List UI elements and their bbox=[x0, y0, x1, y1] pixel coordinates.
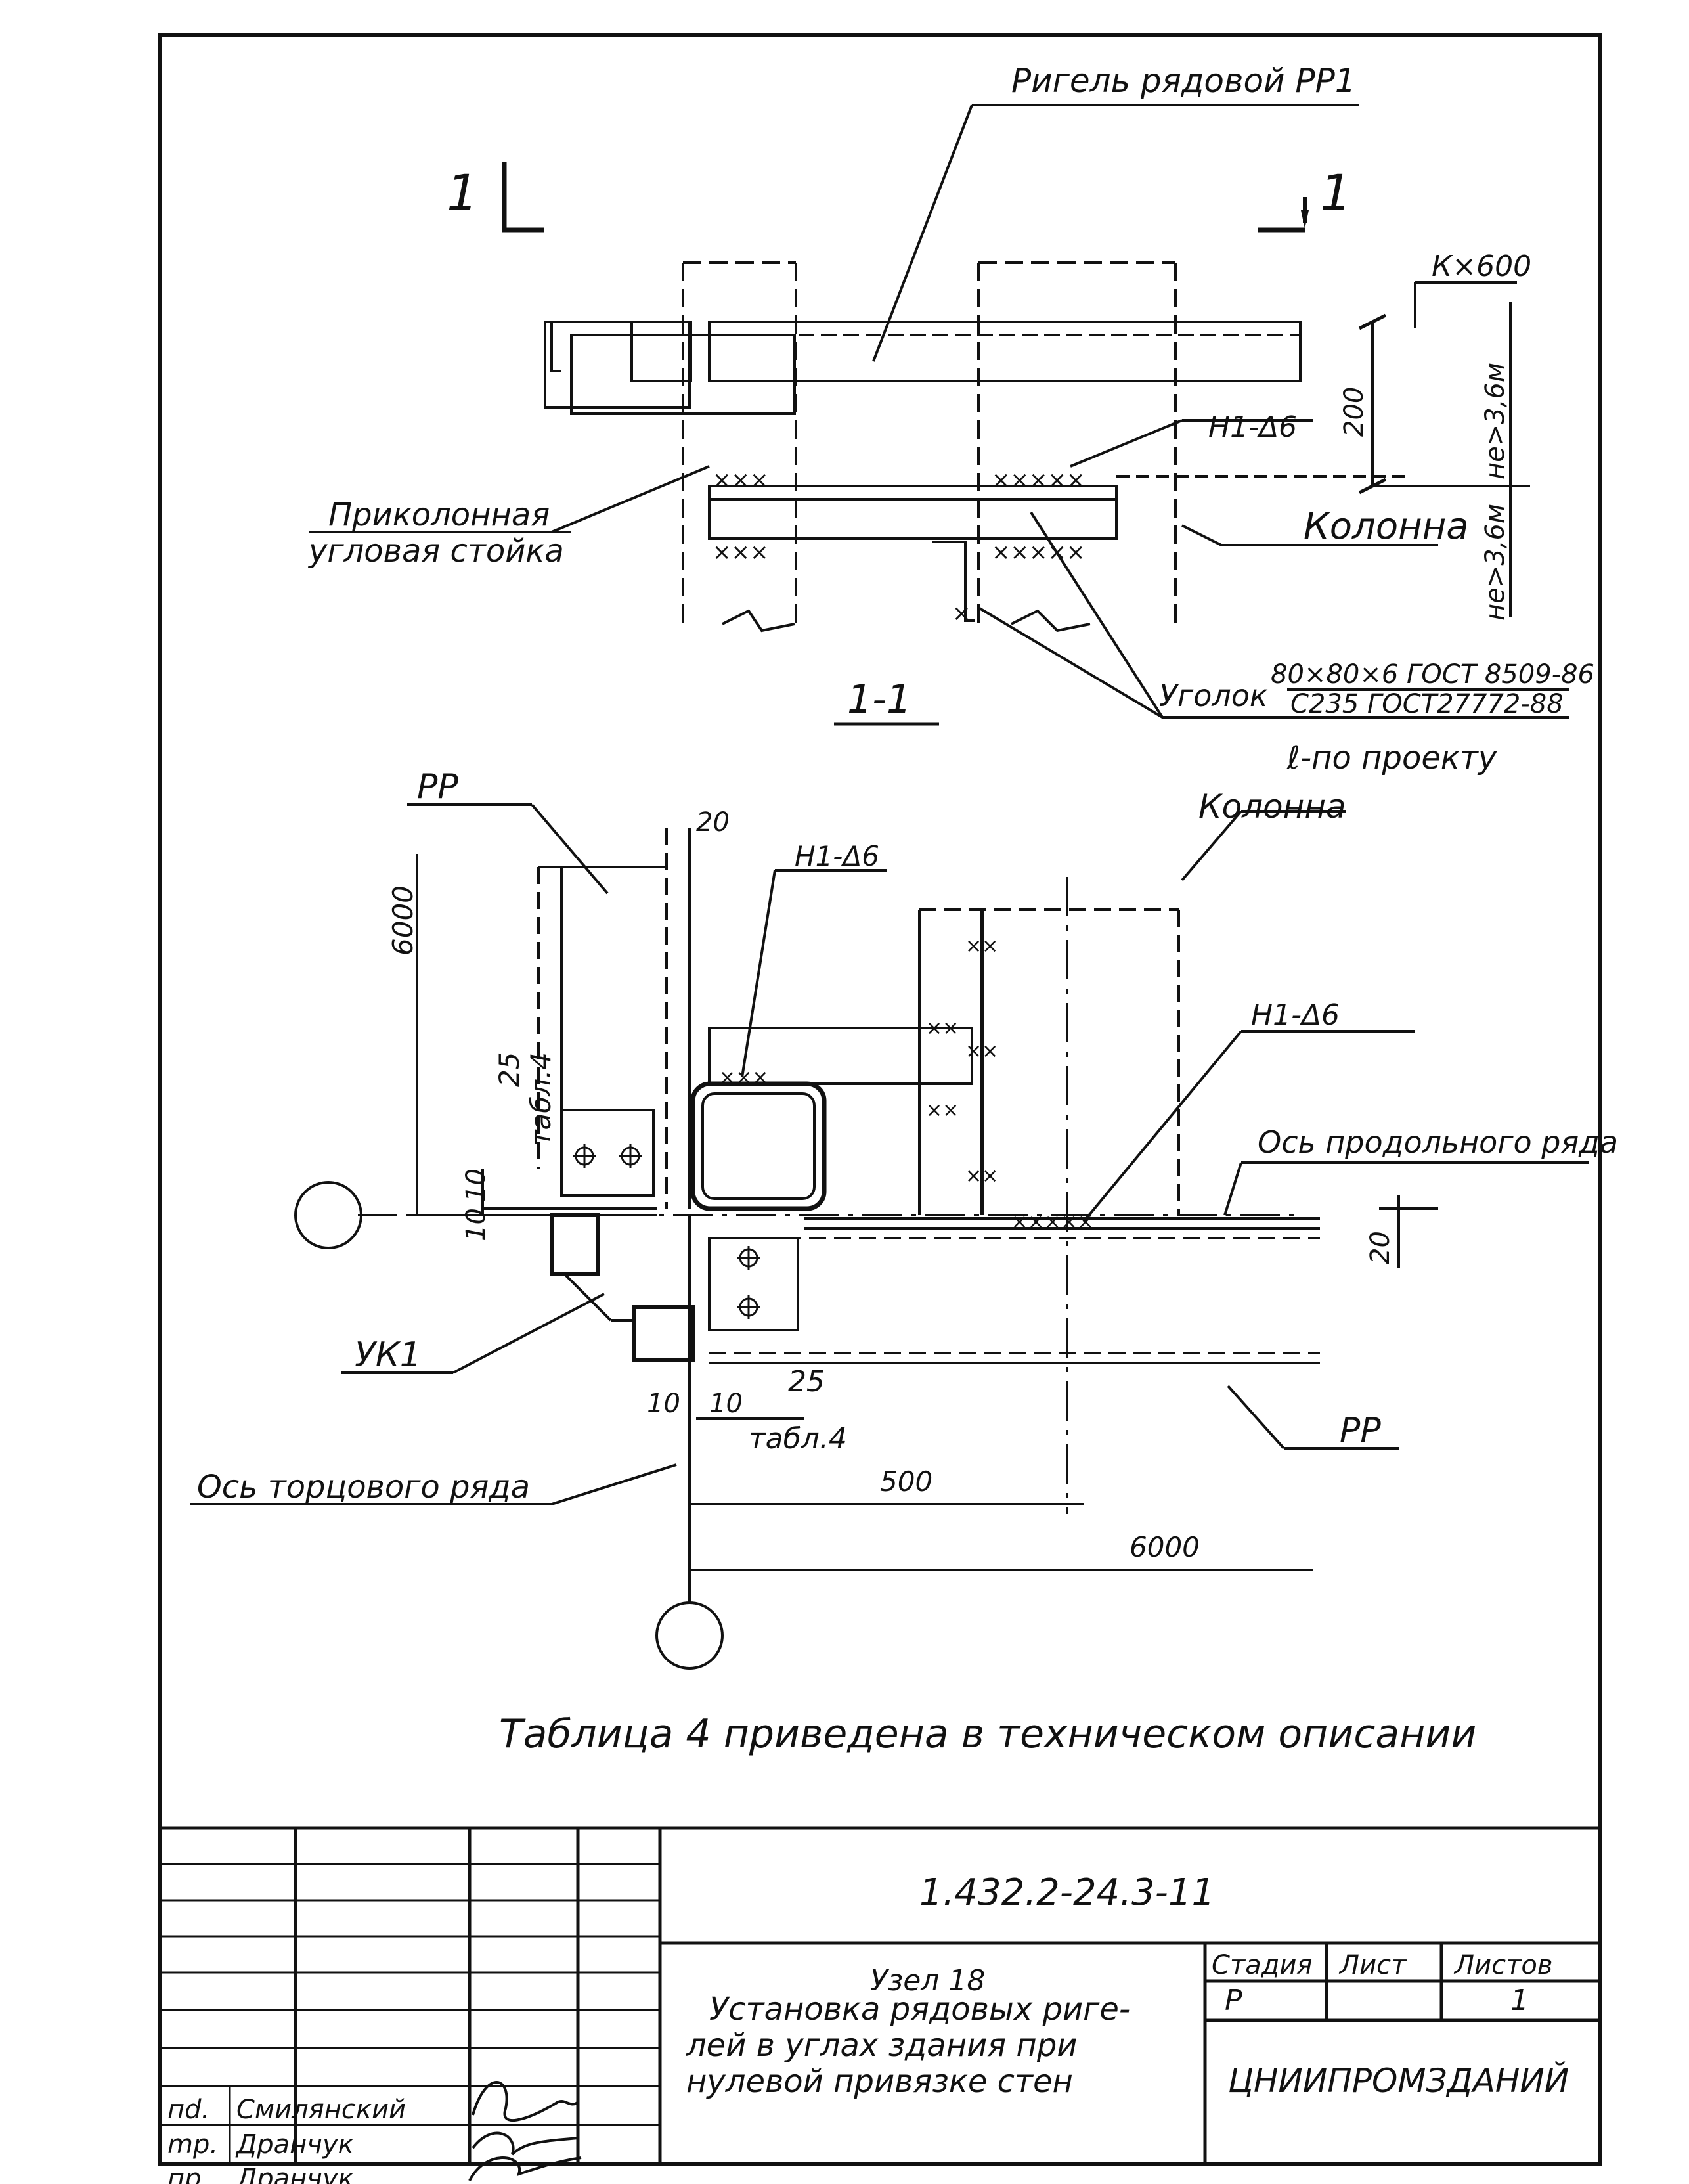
signer-1-name: Смилянский bbox=[236, 2095, 406, 2125]
title-line-1: Узел 18 bbox=[870, 1964, 985, 1997]
svg-text:××: ×× bbox=[926, 1017, 959, 1040]
label-prikolonnaya-2: угловая стойка bbox=[307, 533, 564, 569]
label-h1-left: Н1-Δ6 bbox=[795, 840, 879, 872]
section-mark-right: 1 bbox=[1320, 164, 1351, 222]
label-pp-top: РР bbox=[417, 767, 458, 807]
label-ugolok-top: 80×80×6 ГОСТ 8509-86 bbox=[1271, 659, 1594, 690]
label-tabl4-bottom: табл.4 bbox=[749, 1422, 847, 1456]
label-l-po-proektu: ℓ-по проекту bbox=[1286, 740, 1497, 776]
label-dim-200: 200 bbox=[1339, 387, 1369, 437]
label-dim-6000-vertical: 6000 bbox=[387, 885, 419, 956]
label-ne36-up: не>3,6м bbox=[1480, 363, 1510, 479]
svg-text:××: ×× bbox=[965, 1040, 998, 1063]
header-list: Лист bbox=[1338, 1950, 1407, 1980]
value-stadia: Р bbox=[1225, 1984, 1242, 2017]
label-dim-25: 25 bbox=[493, 1052, 525, 1087]
signer-3-role: пр. bbox=[167, 2164, 209, 2184]
label-k600: К×600 bbox=[1432, 250, 1531, 283]
signer-3-name: Дранчук bbox=[235, 2164, 354, 2184]
label-dim-10-a: 10 bbox=[461, 1169, 491, 1202]
svg-text:×××××: ××××× bbox=[992, 539, 1085, 566]
organization: ЦНИИПРОМЗДАНИЙ bbox=[1228, 2061, 1569, 2100]
label-kolonna-top: Колонна bbox=[1304, 505, 1469, 548]
title-line-3: лей в углах здания при bbox=[686, 2027, 1077, 2064]
signer-2-role: mp. bbox=[167, 2129, 218, 2160]
signer-1-role: пd. bbox=[167, 2095, 209, 2125]
svg-text:×××: ××× bbox=[713, 467, 768, 493]
section-mark-left: 1 bbox=[447, 164, 478, 222]
label-dim-25-bottom: 25 bbox=[788, 1365, 825, 1398]
label-os-prodolnogo-ryada: Ось продольного ряда bbox=[1258, 1125, 1618, 1160]
section-view: ××× ×× ×× ×× ×× ×× ××××× bbox=[190, 803, 1589, 1670]
label-ugolok-bottom: С235 ГОСТ27772-88 bbox=[1290, 689, 1564, 719]
label-ne36-down: не>3,6м bbox=[1480, 504, 1510, 621]
sheet-frame bbox=[158, 33, 1602, 2166]
section-title: 1-1 bbox=[847, 677, 911, 723]
label-prikolonnaya-1: Приколонная bbox=[328, 497, 550, 533]
label-ugolok: Уголок bbox=[1159, 678, 1268, 713]
label-dim-500: 500 bbox=[880, 1465, 932, 1498]
title-line-2: Установка рядовых ригe- bbox=[709, 1991, 1130, 2028]
value-listov: 1 bbox=[1510, 1984, 1529, 2017]
label-uk1: УК1 bbox=[355, 1335, 422, 1375]
label-pp-bottom: РР bbox=[1340, 1411, 1381, 1450]
label-kolonna-bottom: Колонна bbox=[1198, 788, 1346, 826]
signatures bbox=[468, 2081, 582, 2181]
label-dim-10-bottom-left: 10 bbox=[647, 1389, 680, 1419]
label-h1-top: Н1-Δ6 bbox=[1208, 411, 1297, 444]
label-h1-right: Н1-Δ6 bbox=[1251, 998, 1340, 1032]
doc-code: 1.432.2-24.3-11 bbox=[919, 1871, 1215, 1914]
svg-text:×××××: ××××× bbox=[992, 467, 1085, 493]
plan-view: ××× ××× ××××× ××××× × bbox=[309, 104, 1569, 719]
label-tabl4: табл.4 bbox=[525, 1052, 557, 1146]
label-dim-6000-horizontal: 6000 bbox=[1130, 1531, 1200, 1563]
svg-text:×××: ××× bbox=[713, 539, 768, 566]
label-dim-10-bottom-right: 10 bbox=[709, 1389, 743, 1419]
label-dim-20-top: 20 bbox=[696, 807, 730, 837]
svg-text:××: ×× bbox=[926, 1099, 959, 1122]
label-os-tortsovogo-ryada: Ось торцового ряда bbox=[197, 1469, 530, 1505]
label-rigel-rr1: Ригель рядовой РР1 bbox=[1011, 62, 1356, 100]
label-dim-20-right: 20 bbox=[1365, 1231, 1395, 1264]
title-line-4: нулевой привязке стен bbox=[686, 2063, 1073, 2100]
header-listov: Листов bbox=[1453, 1950, 1552, 1980]
signer-2-name: Дранчук bbox=[235, 2129, 354, 2160]
svg-text:××: ×× bbox=[965, 1165, 998, 1188]
title-block bbox=[160, 1826, 1600, 2164]
svg-text:×: × bbox=[952, 600, 971, 627]
table-note: Таблица 4 приведена в техническом описан… bbox=[499, 1711, 1476, 1757]
header-stadia: Стадия bbox=[1212, 1950, 1312, 1980]
svg-text:×××××: ××××× bbox=[1011, 1211, 1094, 1234]
label-dim-10-b: 10 bbox=[461, 1208, 491, 1241]
svg-text:××: ×× bbox=[965, 935, 998, 958]
